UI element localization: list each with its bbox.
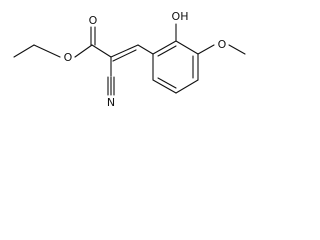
ring-bond-1 — [152, 40, 177, 55]
bond-carbonyl-alpha — [91, 44, 112, 58]
atom-labels: O O N OH O — [64, 10, 227, 109]
structure-canvas: O O N OH O — [13, 10, 246, 109]
nitrile-nitrogen-label: N — [107, 96, 115, 109]
ring-bond-5 — [152, 79, 177, 94]
methoxy-oxygen-label: O — [218, 38, 227, 51]
ester-oxygen-label: O — [64, 51, 73, 64]
carbonyl-oxygen-label: O — [89, 14, 98, 27]
bond-o-ch3 — [228, 44, 246, 55]
bond-alkene-b — [112, 49, 137, 62]
bond-lines — [13, 23, 246, 96]
bond-ring-ome — [197, 44, 215, 55]
bond-ch3-ch2 — [13, 44, 35, 58]
hydroxyl-label: OH — [172, 10, 189, 23]
ring-bond-4 — [175, 79, 199, 94]
ring-inner-3 — [157, 77, 177, 89]
bond-alkene-a — [110, 44, 139, 58]
ring-inner-1 — [157, 45, 177, 57]
bond-o-carbonyl-c — [74, 44, 93, 58]
bond-ch2-o — [33, 44, 61, 58]
bond-vinyl-ring — [137, 44, 154, 55]
ring-bond-2 — [175, 40, 199, 55]
